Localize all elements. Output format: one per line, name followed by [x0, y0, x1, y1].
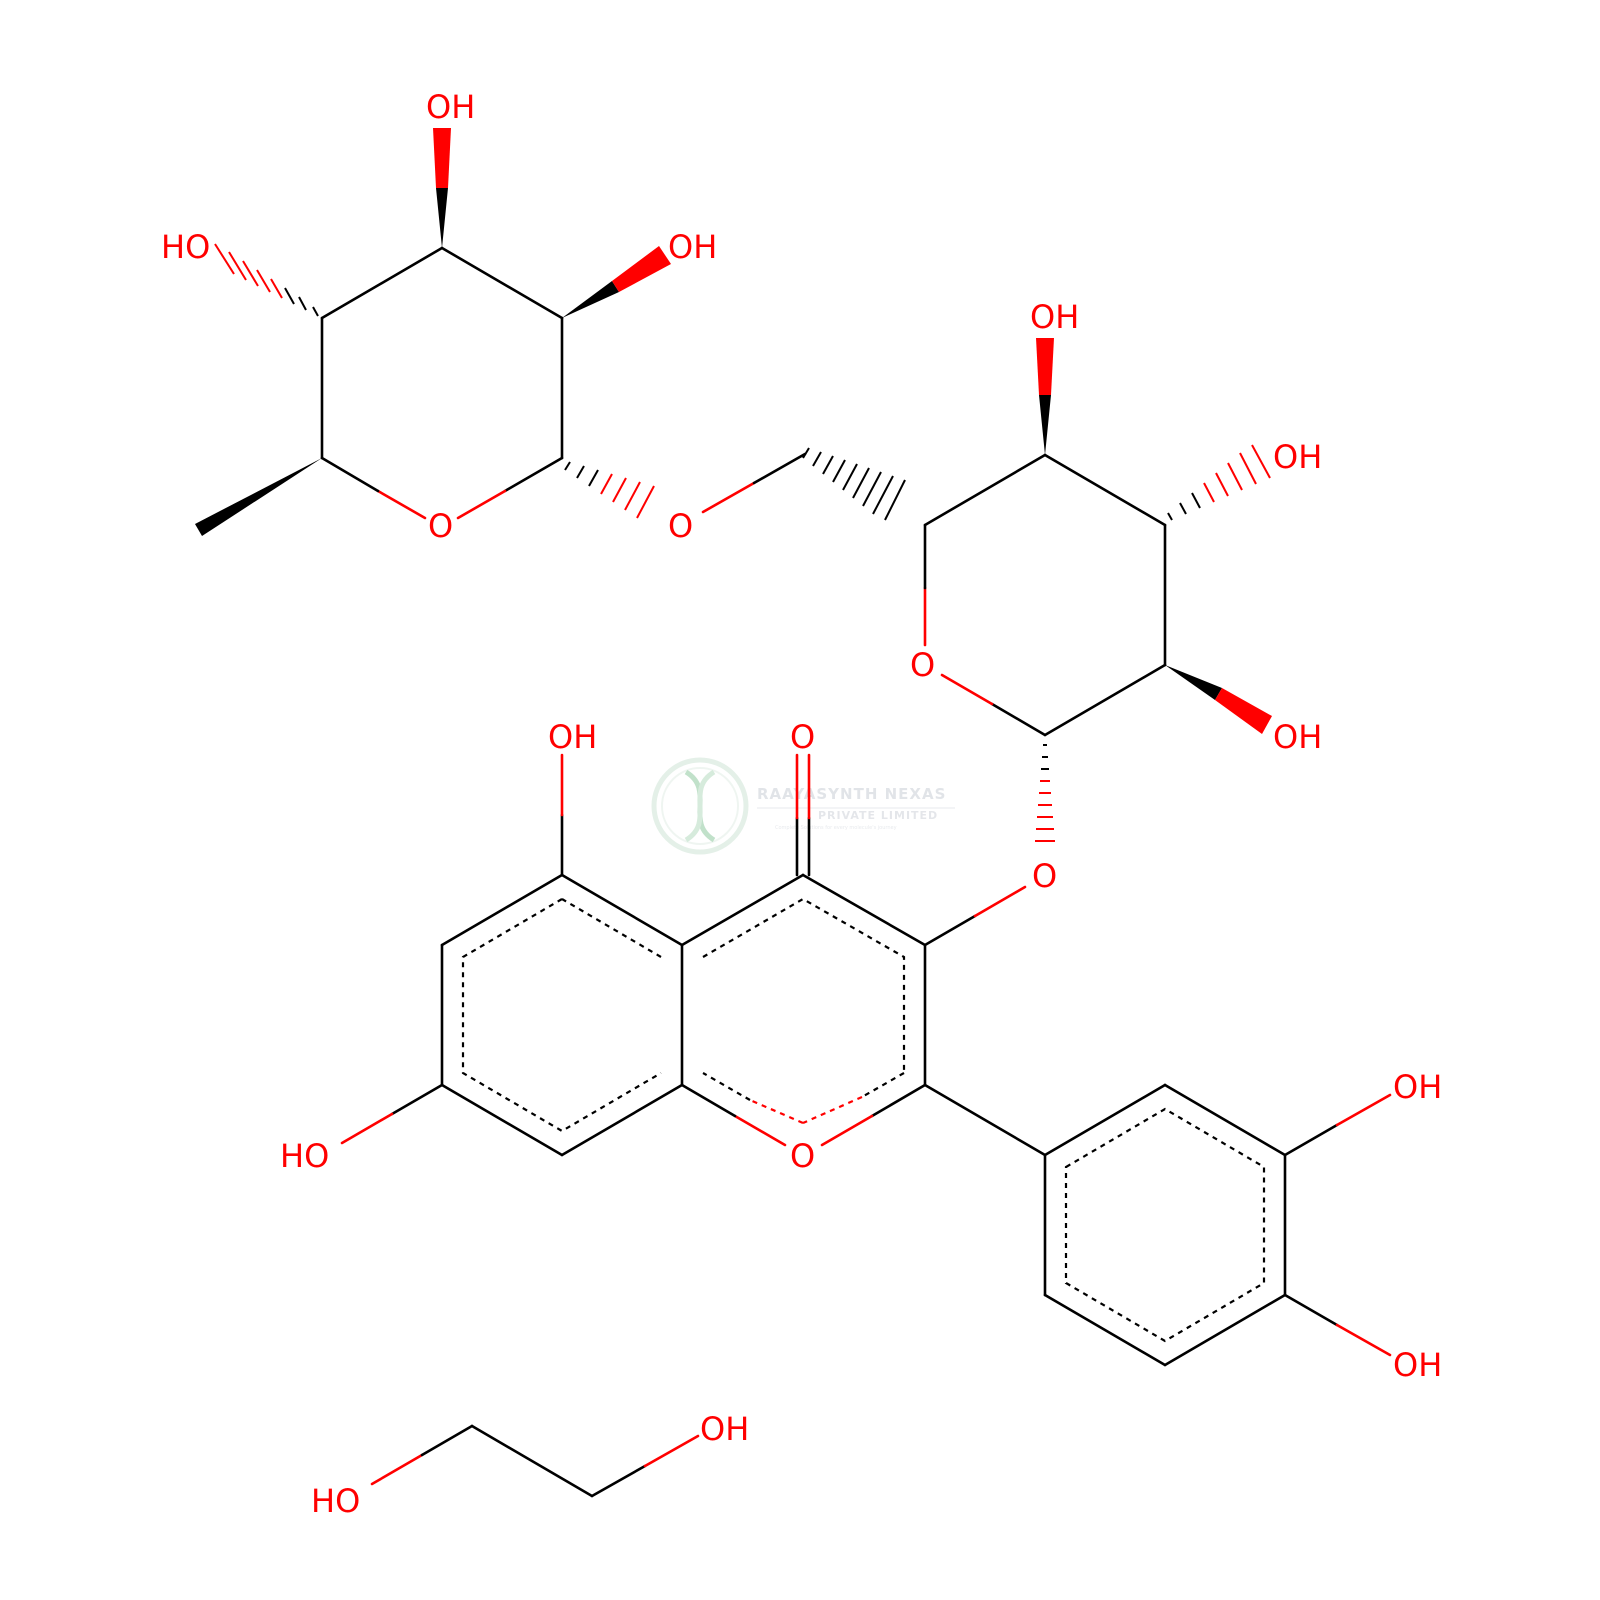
watermark-tagline: Complete Solutions for every molecule's …	[775, 825, 897, 831]
atom-labels: OH HO OH O O OH OH O OH O OH O HO O OH O…	[161, 88, 1442, 1520]
atom-o-rha-ring: O	[428, 507, 453, 545]
atom-ho-rha-left: HO	[161, 228, 210, 266]
atom-ho-glycol: HO	[311, 1482, 360, 1520]
atom-oh-glc-right: OH	[1273, 438, 1322, 476]
atom-o-glycosidic: O	[668, 507, 693, 545]
glycosidic-linker	[701, 447, 906, 521]
atom-o-carbonyl: O	[790, 718, 815, 756]
flavonoid-core	[340, 753, 1047, 1157]
atom-oh-rha-top: OH	[426, 88, 475, 126]
dna-helix-icon	[651, 757, 749, 855]
watermark: RAAYASYNTH NEXAS PRIVATE LIMITED Complet…	[651, 757, 955, 855]
catechol-ring	[1043, 1083, 1392, 1367]
atom-o-glc-ring: O	[910, 646, 935, 684]
rhamnose-ring	[195, 128, 671, 536]
atom-oh-4prime: OH	[1393, 1346, 1442, 1384]
ethylene-glycol	[370, 1424, 700, 1498]
atom-oh-3prime: OH	[1393, 1068, 1442, 1106]
atom-oh-glc-lower: OH	[1273, 718, 1322, 756]
atom-o-pyran: O	[790, 1137, 815, 1175]
atom-oh-glycol: OH	[700, 1410, 749, 1448]
glucose-ring	[923, 338, 1272, 842]
watermark-company: RAAYASYNTH NEXAS	[757, 785, 946, 803]
watermark-subtitle: PRIVATE LIMITED	[818, 809, 938, 822]
atom-oh-5: OH	[548, 718, 597, 756]
atom-ho-7: HO	[280, 1137, 329, 1175]
atom-o-glc-anomeric: O	[1032, 857, 1057, 895]
atom-oh-rha-right: OH	[668, 228, 717, 266]
atom-oh-glc-top: OH	[1030, 298, 1079, 336]
